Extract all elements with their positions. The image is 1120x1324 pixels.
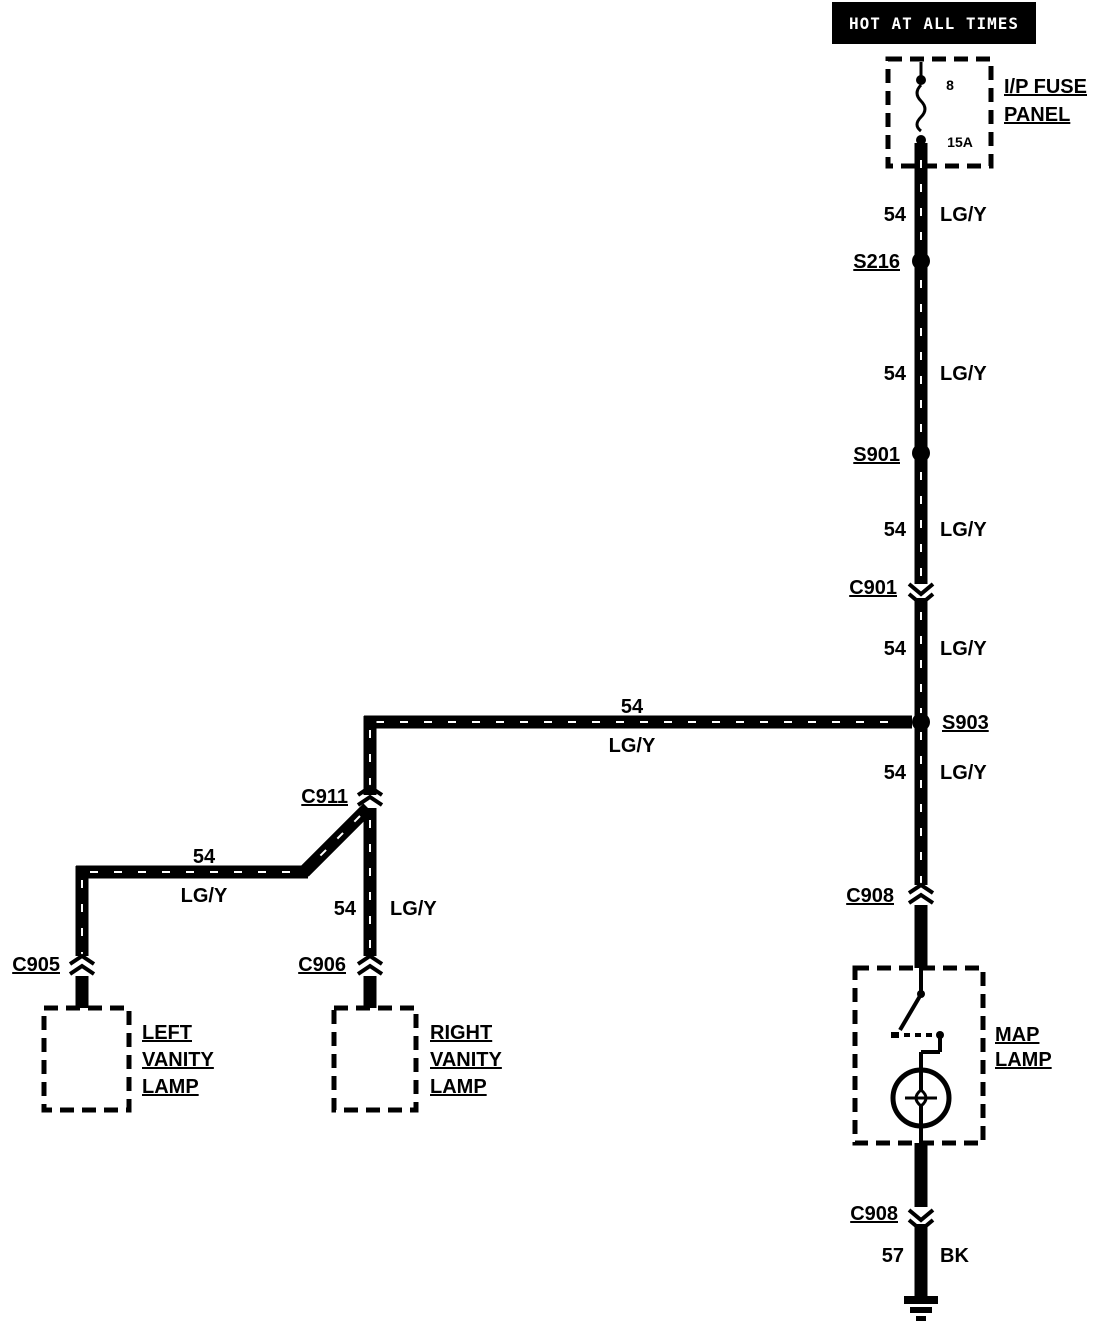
splice-s216-label: S216 <box>853 251 900 273</box>
hot-label: HOT AT ALL TIMES <box>849 14 1019 33</box>
right-lamp-line2: VANITY <box>430 1049 503 1071</box>
connector-c908-bottom-label: C908 <box>850 1203 898 1225</box>
map-lamp-line2: LAMP <box>995 1049 1052 1071</box>
connector-c911-label: C911 <box>301 786 348 808</box>
map-lamp-line1: MAP <box>995 1024 1039 1046</box>
bulb-icon <box>890 1067 952 1143</box>
left-lamp-line3: LAMP <box>142 1076 199 1098</box>
ground-icon <box>904 1296 938 1321</box>
fuse-number: 8 <box>946 77 954 93</box>
map-lamp: MAP LAMP <box>852 965 1052 1146</box>
left-lamp-line2: VANITY <box>142 1049 215 1071</box>
connector-c906 <box>356 953 384 1008</box>
connector-c908-top-label: C908 <box>846 885 894 907</box>
wire-3-color: LG/Y <box>940 519 987 541</box>
fuse-panel-name-line1: I/P FUSE <box>1004 76 1087 98</box>
splice-s901-label: S901 <box>853 444 900 466</box>
splice-s903-label: S903 <box>942 712 989 734</box>
wire-5-circuit: 54 <box>884 762 907 784</box>
wire-ground-circuit: 57 <box>882 1245 904 1267</box>
connector-c906-label: C906 <box>298 954 346 976</box>
wire-4-color: LG/Y <box>940 638 987 660</box>
connector-c901-label: C901 <box>849 577 897 599</box>
wire-ground-color: BK <box>940 1245 969 1267</box>
fuse-icon <box>915 62 927 145</box>
wire-horizontal-circuit: 54 <box>621 696 644 718</box>
wire-left-vanity <box>75 803 373 956</box>
left-vanity-lamp: LEFT VANITY LAMP <box>41 1005 215 1113</box>
wire-2-color: LG/Y <box>940 363 987 385</box>
fuse-rating: 15A <box>947 134 973 150</box>
splice-s903-dot <box>912 713 930 731</box>
wire-left-circuit: 54 <box>193 846 216 868</box>
wire-right-color: LG/Y <box>390 898 437 920</box>
switch-icon <box>891 968 944 1070</box>
wire-horizontal-color: LG/Y <box>609 735 656 757</box>
wire-horizontal <box>363 715 912 795</box>
connector-c911 <box>356 784 384 807</box>
fuse-panel: 8 15A I/P FUSE PANEL <box>885 56 1087 169</box>
connector-c905 <box>68 953 96 1008</box>
fuse-panel-name-line2: PANEL <box>1004 104 1070 126</box>
right-lamp-line3: LAMP <box>430 1076 487 1098</box>
wire-2-circuit: 54 <box>884 363 907 385</box>
wire-left-color: LG/Y <box>181 885 228 907</box>
wire-1-circuit: 54 <box>884 204 907 226</box>
wire-right-circuit: 54 <box>334 898 357 920</box>
right-vanity-lamp: RIGHT VANITY LAMP <box>331 1005 503 1113</box>
splice-s901-dot <box>912 444 930 462</box>
wire-5-color: LG/Y <box>940 762 987 784</box>
right-lamp-line1: RIGHT <box>430 1022 492 1044</box>
connector-c905-label: C905 <box>12 954 60 976</box>
hot-at-all-times-banner: HOT AT ALL TIMES <box>832 2 1036 44</box>
wire-ground <box>907 1143 935 1296</box>
left-lamp-line1: LEFT <box>142 1022 192 1044</box>
connector-c908-top <box>907 882 935 968</box>
splice-s216-dot <box>912 252 930 270</box>
wire-4-circuit: 54 <box>884 638 907 660</box>
wire-1-color: LG/Y <box>940 204 987 226</box>
wire-3-circuit: 54 <box>884 519 907 541</box>
